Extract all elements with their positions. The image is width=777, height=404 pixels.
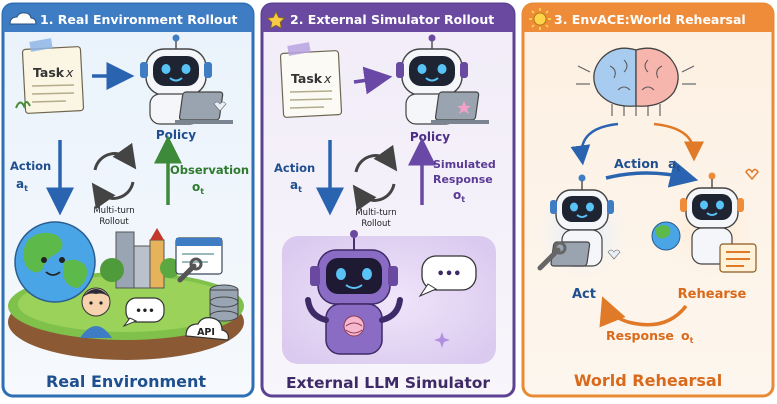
response-variable-3: ot (681, 328, 694, 345)
task-variable: x (65, 65, 74, 80)
policy-label: Policy (156, 128, 196, 142)
policy-label-2: Policy (410, 130, 450, 144)
panel-world-rehearsal: 3. EnvACE:World Rehearsal Action at (521, 2, 775, 398)
brain-chip-icon (576, 47, 696, 116)
rehearse-label: Rehearse (678, 287, 747, 302)
panel-2-footer: External LLM Simulator (286, 374, 490, 392)
loop-label-line-2: Rollout (99, 217, 129, 227)
task-label-2: Task (291, 71, 323, 86)
heart-icon (745, 168, 759, 181)
response-label-3: Response (606, 328, 674, 343)
notes-card-icon (719, 243, 757, 273)
panel-3-header (523, 4, 773, 32)
plant-icon (15, 101, 31, 109)
simulated-label: Simulated (433, 158, 496, 171)
star-icon (266, 11, 286, 29)
action-label: Action (10, 159, 51, 173)
speech-bubble-text-2: ••• (437, 267, 462, 282)
panel-3-footer: World Rehearsal (574, 371, 722, 390)
robot-policy-icon (140, 34, 233, 125)
robot-act-icon (550, 174, 621, 267)
speech-bubble-icon-2 (418, 255, 477, 298)
task-document-2: Task x (279, 42, 343, 118)
loop-label-2-line-2: Rollout (361, 219, 391, 229)
action-label-2: Action (274, 161, 315, 175)
speech-bubble-text: ••• (135, 306, 154, 317)
observation-variable: ot (192, 180, 204, 196)
panel-2-title: 2. External Simulator Rollout (290, 12, 494, 27)
panel-3-title: 3. EnvACE:World Rehearsal (554, 12, 746, 27)
llm-simulator-robot-icon (305, 230, 403, 355)
action-variable-3: at (668, 156, 680, 173)
panel-1-header (3, 4, 253, 32)
refresh-loop-icon-2 (352, 144, 398, 212)
wrench-icon-3 (537, 241, 567, 271)
wrench-icon (177, 257, 203, 283)
robot-policy-icon-2 (396, 34, 489, 125)
sun-icon (529, 8, 551, 30)
task-document: Task x (15, 38, 85, 114)
action-variable: at (16, 177, 28, 193)
response-arrow-3 (599, 296, 688, 328)
panel-2-header (262, 4, 514, 32)
database-icon (209, 284, 239, 322)
simulator-glow-box (282, 236, 496, 364)
response-variable-2: ot (453, 188, 465, 204)
user-person-icon (80, 287, 112, 338)
panel-external-simulator: 2. External Simulator Rollout Task x (260, 2, 516, 398)
observation-label: Observation (170, 163, 249, 177)
api-label: API (197, 327, 215, 338)
mini-globe-icon (651, 221, 681, 251)
task-label: Task (33, 65, 65, 80)
action-arrow-3 (605, 160, 699, 188)
panel-1-footer: Real Environment (46, 372, 206, 391)
globe-icon (14, 221, 96, 303)
action-variable-2: at (290, 178, 302, 194)
loop-label-2-line-1: Multi-turn (355, 208, 396, 218)
panel-real-environment: 1. Real Environment Rollout Task x (1, 2, 255, 398)
task-variable-2: x (323, 71, 332, 86)
task-to-policy-arrow-2 (353, 66, 393, 95)
act-label: Act (572, 287, 596, 302)
browser-window-icon (175, 237, 223, 275)
api-cloud-icon (185, 317, 229, 341)
speech-bubble-icon (122, 297, 165, 328)
brain-to-act-arrow (570, 122, 619, 166)
refresh-loop-icon (91, 142, 137, 210)
panel-1-title: 1. Real Environment Rollout (40, 12, 237, 27)
brain-to-rehearse-arrow (653, 122, 704, 162)
cloud-icon (9, 12, 37, 25)
sparkle-icon (434, 332, 450, 348)
action-label-3: Action (614, 156, 659, 171)
robot-rehearse-icon (680, 172, 744, 265)
loop-label-line-1: Multi-turn (93, 206, 134, 216)
response-label-2: Response (433, 173, 493, 186)
city-buildings-icon (100, 228, 180, 289)
